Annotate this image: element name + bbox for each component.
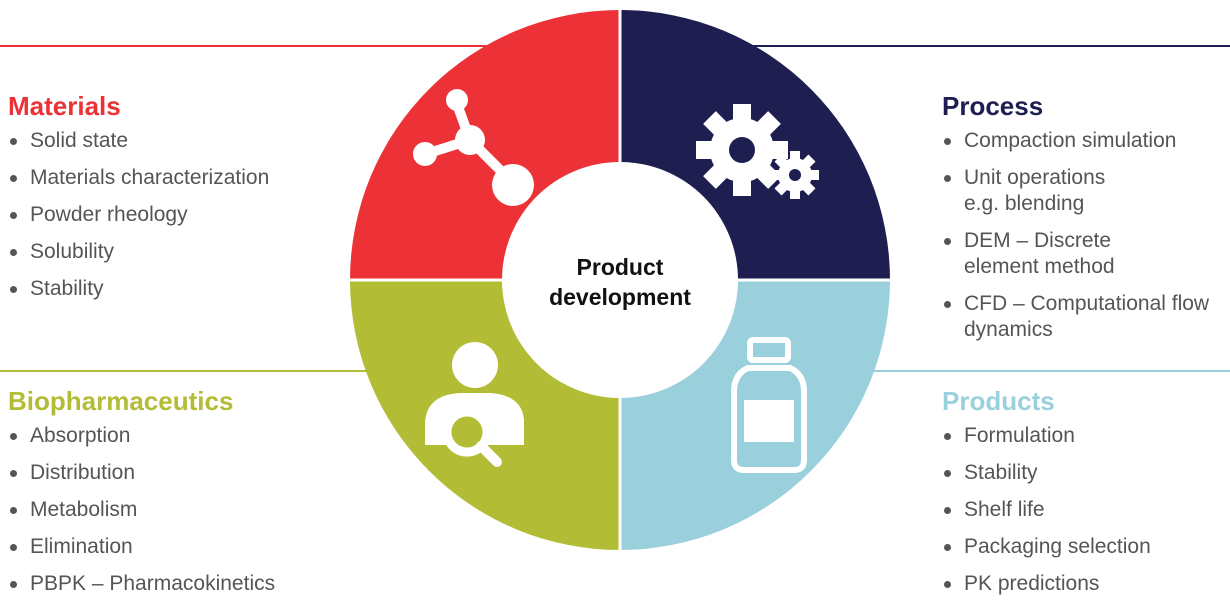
list-item: Powder rheology (8, 202, 269, 228)
list-item: Solid state (8, 128, 269, 154)
products-panel: Products Formulation Stability Shelf lif… (942, 385, 1151, 608)
bottle-icon (731, 337, 807, 473)
list-item: Stability (8, 276, 269, 302)
list-item: Elimination (8, 534, 275, 560)
biopharm-panel: Biopharmaceutics Absorption Distribution… (8, 385, 275, 608)
list-item: Distribution (8, 460, 275, 486)
materials-list: Solid state Materials characterization P… (8, 128, 269, 302)
products-list: Formulation Stability Shelf life Packagi… (942, 423, 1151, 597)
center-label: Product development (520, 252, 720, 312)
list-item: PBPK – Pharmacokinetics (8, 571, 275, 597)
center-circle (502, 162, 738, 398)
list-item: Compaction simulation (942, 128, 1214, 154)
materials-panel: Materials Solid state Materials characte… (8, 90, 269, 313)
list-item: Metabolism (8, 497, 275, 523)
gears-icon (696, 104, 819, 199)
process-divider (740, 45, 1230, 47)
list-item: Solubility (8, 239, 269, 265)
biopharm-divider (0, 370, 420, 372)
products-divider (820, 370, 1230, 372)
list-item: Formulation (942, 423, 1151, 449)
list-item: Unit operations e.g. blending (942, 165, 1129, 217)
list-item: DEM – Discrete element method (942, 228, 1154, 280)
biopharm-list: Absorption Distribution Metabolism Elimi… (8, 423, 275, 597)
person-search-icon (425, 342, 524, 467)
products-title: Products (942, 386, 1055, 416)
materials-title: Materials (8, 91, 121, 121)
list-item: Materials characterization (8, 165, 269, 191)
process-list: Compaction simulation Unit operations e.… (942, 128, 1214, 343)
list-item: Stability (942, 460, 1151, 486)
center-label-line1: Product (576, 254, 664, 280)
process-title: Process (942, 91, 1044, 121)
process-panel: Process Compaction simulation Unit opera… (942, 90, 1214, 354)
list-item: Shelf life (942, 497, 1151, 523)
materials-divider (0, 45, 490, 47)
list-item: PK predictions (942, 571, 1151, 597)
list-item: Packaging selection (942, 534, 1151, 560)
list-item: Absorption (8, 423, 275, 449)
biopharm-title: Biopharmaceutics (8, 386, 234, 416)
center-label-line2: development (549, 284, 691, 310)
list-item: CFD – Computational flow dynamics (942, 291, 1214, 343)
product-development-wheel (350, 10, 890, 550)
molecule-icon (413, 89, 534, 206)
